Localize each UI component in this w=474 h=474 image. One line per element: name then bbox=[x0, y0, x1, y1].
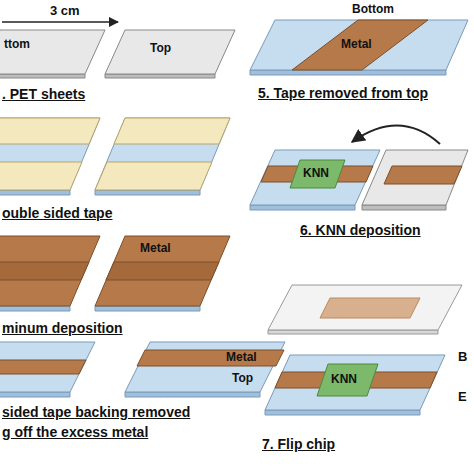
tape-strip bbox=[95, 162, 212, 190]
sheet-edge bbox=[265, 410, 420, 415]
sheet-edge bbox=[105, 74, 215, 78]
metal-strip bbox=[137, 350, 284, 366]
step-caption: minum deposition bbox=[2, 320, 123, 336]
dimension-label: 3 cm bbox=[50, 4, 80, 19]
side-letter: E bbox=[458, 390, 467, 405]
metal-channel bbox=[0, 262, 89, 280]
sheet-edge bbox=[0, 392, 70, 397]
pet-sheet bbox=[265, 355, 445, 410]
sheet-label: ttom bbox=[4, 38, 30, 52]
material-label: KNN bbox=[303, 167, 329, 181]
sheet-edge bbox=[95, 190, 200, 195]
step-caption: 6. KNN deposition bbox=[300, 222, 421, 238]
pet-sheet bbox=[0, 30, 105, 74]
sheet-edge bbox=[250, 205, 355, 210]
pet-sheet bbox=[250, 20, 468, 70]
step-caption: . PET sheets bbox=[2, 86, 85, 102]
tape-strip bbox=[0, 118, 100, 144]
metal-strip bbox=[0, 360, 86, 374]
material-label: Metal bbox=[341, 38, 372, 52]
side-letter: B bbox=[458, 350, 467, 365]
pet-sheet bbox=[250, 150, 380, 205]
metal-layer bbox=[0, 236, 100, 306]
step-caption: sided tape backing removed bbox=[2, 404, 190, 420]
sheet-edge bbox=[250, 70, 446, 75]
sheet-edge bbox=[125, 392, 260, 397]
metal-patch bbox=[384, 166, 462, 184]
material-label: Metal bbox=[140, 242, 171, 256]
step-caption: 5. Tape removed from top bbox=[258, 85, 428, 101]
pet-sheet bbox=[105, 30, 235, 74]
step-caption: g off the excess metal bbox=[2, 424, 148, 440]
sheet-label: Top bbox=[232, 372, 253, 386]
sheet-label: Top bbox=[150, 42, 171, 56]
pet-sheet bbox=[362, 150, 468, 205]
material-label: KNN bbox=[331, 373, 357, 387]
metal-channel bbox=[106, 262, 219, 280]
metal-strip bbox=[275, 372, 437, 388]
step-caption: ouble sided tape bbox=[2, 205, 112, 221]
pet-sheet bbox=[0, 342, 95, 392]
metal-patch bbox=[320, 298, 420, 318]
flipped-sheet bbox=[268, 285, 462, 330]
sheet-edge bbox=[0, 306, 70, 311]
sheet-label: Bottom bbox=[352, 3, 394, 17]
flip-arrow bbox=[352, 125, 440, 144]
sheet-edge bbox=[0, 190, 70, 195]
metal-strip bbox=[261, 166, 373, 182]
knn-layer bbox=[317, 364, 378, 396]
sheet-edge bbox=[0, 74, 85, 78]
step-caption: 7. Flip chip bbox=[262, 436, 335, 452]
sheet-edge bbox=[95, 306, 200, 311]
pet-sheet bbox=[95, 118, 230, 190]
sheet-edge bbox=[268, 330, 438, 334]
pet-sheet bbox=[125, 342, 285, 392]
pet-sheet bbox=[0, 118, 100, 190]
sheet-edge bbox=[362, 205, 446, 210]
material-label: Metal bbox=[226, 351, 257, 365]
metal-strip bbox=[292, 20, 428, 70]
dimension-arrow bbox=[2, 21, 118, 23]
knn-layer bbox=[290, 160, 345, 188]
tape-strip bbox=[114, 118, 230, 144]
metal-layer bbox=[95, 236, 230, 306]
tape-strip bbox=[0, 162, 82, 190]
